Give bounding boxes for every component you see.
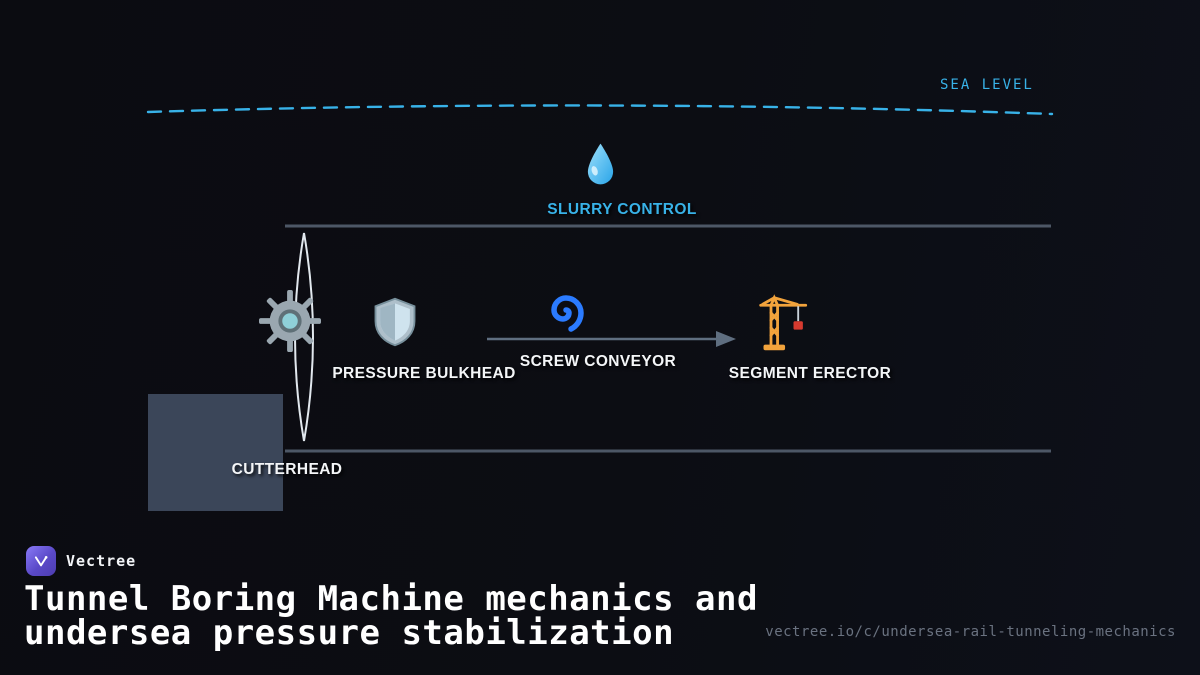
cutterhead-blade (294, 232, 314, 442)
cutterhead-label: CUTTERHEAD (231, 461, 343, 478)
crane-icon (756, 294, 816, 354)
conveyor-arrow-head (716, 331, 736, 347)
sea-level-line (146, 104, 1054, 116)
shield-icon (369, 296, 421, 348)
page-title-line2: undersea pressure stabilization (24, 613, 675, 653)
page-title-line1: Tunnel Boring Machine mechanics and (24, 579, 758, 619)
sea-level-label: SEA LEVEL (940, 77, 1034, 93)
segment-erector-label: SEGMENT ERECTOR (728, 365, 892, 382)
pressure-bulkhead-label: PRESSURE BULKHEAD (332, 365, 516, 382)
page-title: Tunnel Boring Machine mechanics and unde… (24, 582, 758, 650)
screw-conveyor-label: SCREW CONVEYOR (519, 353, 677, 370)
spiral-icon (540, 284, 592, 336)
droplet-icon (584, 141, 617, 187)
vectree-logo (26, 546, 56, 576)
gear-icon (259, 290, 321, 352)
source-url: vectree.io/c/undersea-rail-tunneling-mec… (765, 624, 1176, 640)
brand-name: Vectree (66, 552, 137, 570)
slurry-control-label: SLURRY CONTROL (547, 201, 697, 218)
excavation-face (148, 394, 283, 511)
